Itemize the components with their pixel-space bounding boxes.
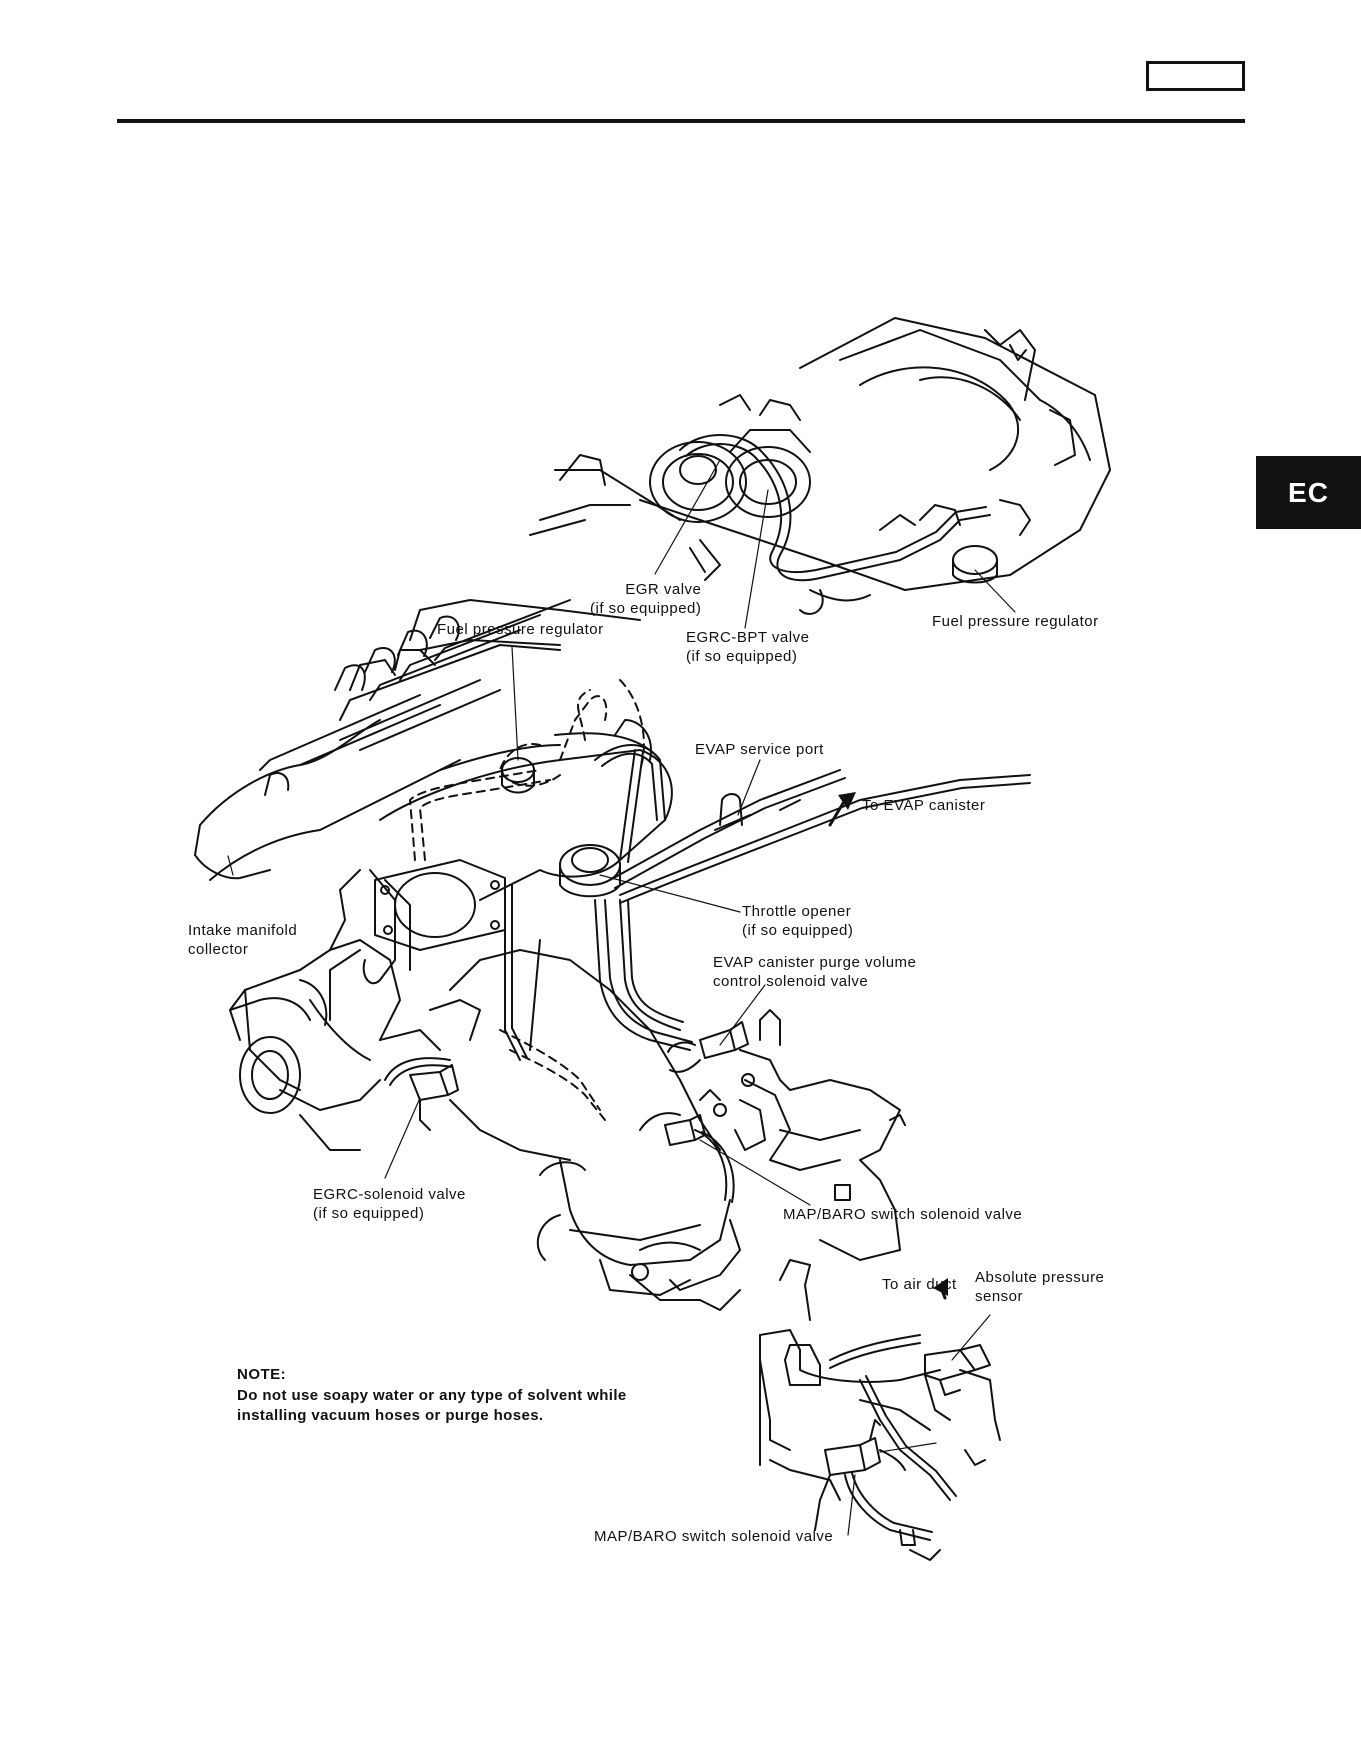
label-fuel-pressure-regulator-main: Fuel pressure regulator <box>437 621 604 638</box>
label-fuel-pressure-regulator-top: Fuel pressure regulator <box>932 613 1099 630</box>
top-detail-drawing <box>529 317 1111 615</box>
label-map-baro-switch-detail: MAP/BARO switch solenoid valve <box>594 1528 834 1545</box>
label-evap-service-port: EVAP service port <box>695 741 824 758</box>
main-engine-drawing <box>194 599 1031 1311</box>
leader-lines <box>227 459 1016 1536</box>
page-number-box <box>1146 61 1245 91</box>
bottom-detail-drawing <box>759 1259 1001 1561</box>
label-throttle-opener: Throttle opener (if so equipped) <box>742 903 854 939</box>
note-line: installing vacuum hoses or purge hoses. <box>237 1407 544 1424</box>
note-line: Do not use soapy water or any type of so… <box>237 1387 627 1404</box>
section-tab-ec: EC <box>1256 456 1361 529</box>
label-egr-valve: EGR valve (if so equipped) <box>590 581 702 617</box>
label-egrc-bpt-valve: EGRC-BPT valve (if so equipped) <box>686 629 810 665</box>
label-absolute-pressure-sensor: Absolute pressure sensor <box>975 1269 1105 1305</box>
header-rule <box>117 119 1245 123</box>
label-map-baro-switch-main: MAP/BARO switch solenoid valve <box>783 1206 1023 1223</box>
label-intake-manifold-collector: Intake manifold collector <box>188 922 298 958</box>
note-body: Do not use soapy water or any type of so… <box>237 1386 657 1426</box>
label-egrc-solenoid-valve: EGRC-solenoid valve (if so equipped) <box>313 1186 466 1222</box>
label-to-air-duct: To air duct <box>882 1276 957 1293</box>
label-evap-canister-purge-valve: EVAP canister purge volume control solen… <box>713 954 917 990</box>
note-title: NOTE: <box>237 1366 287 1383</box>
label-to-evap-canister: To EVAP canister <box>862 797 986 814</box>
